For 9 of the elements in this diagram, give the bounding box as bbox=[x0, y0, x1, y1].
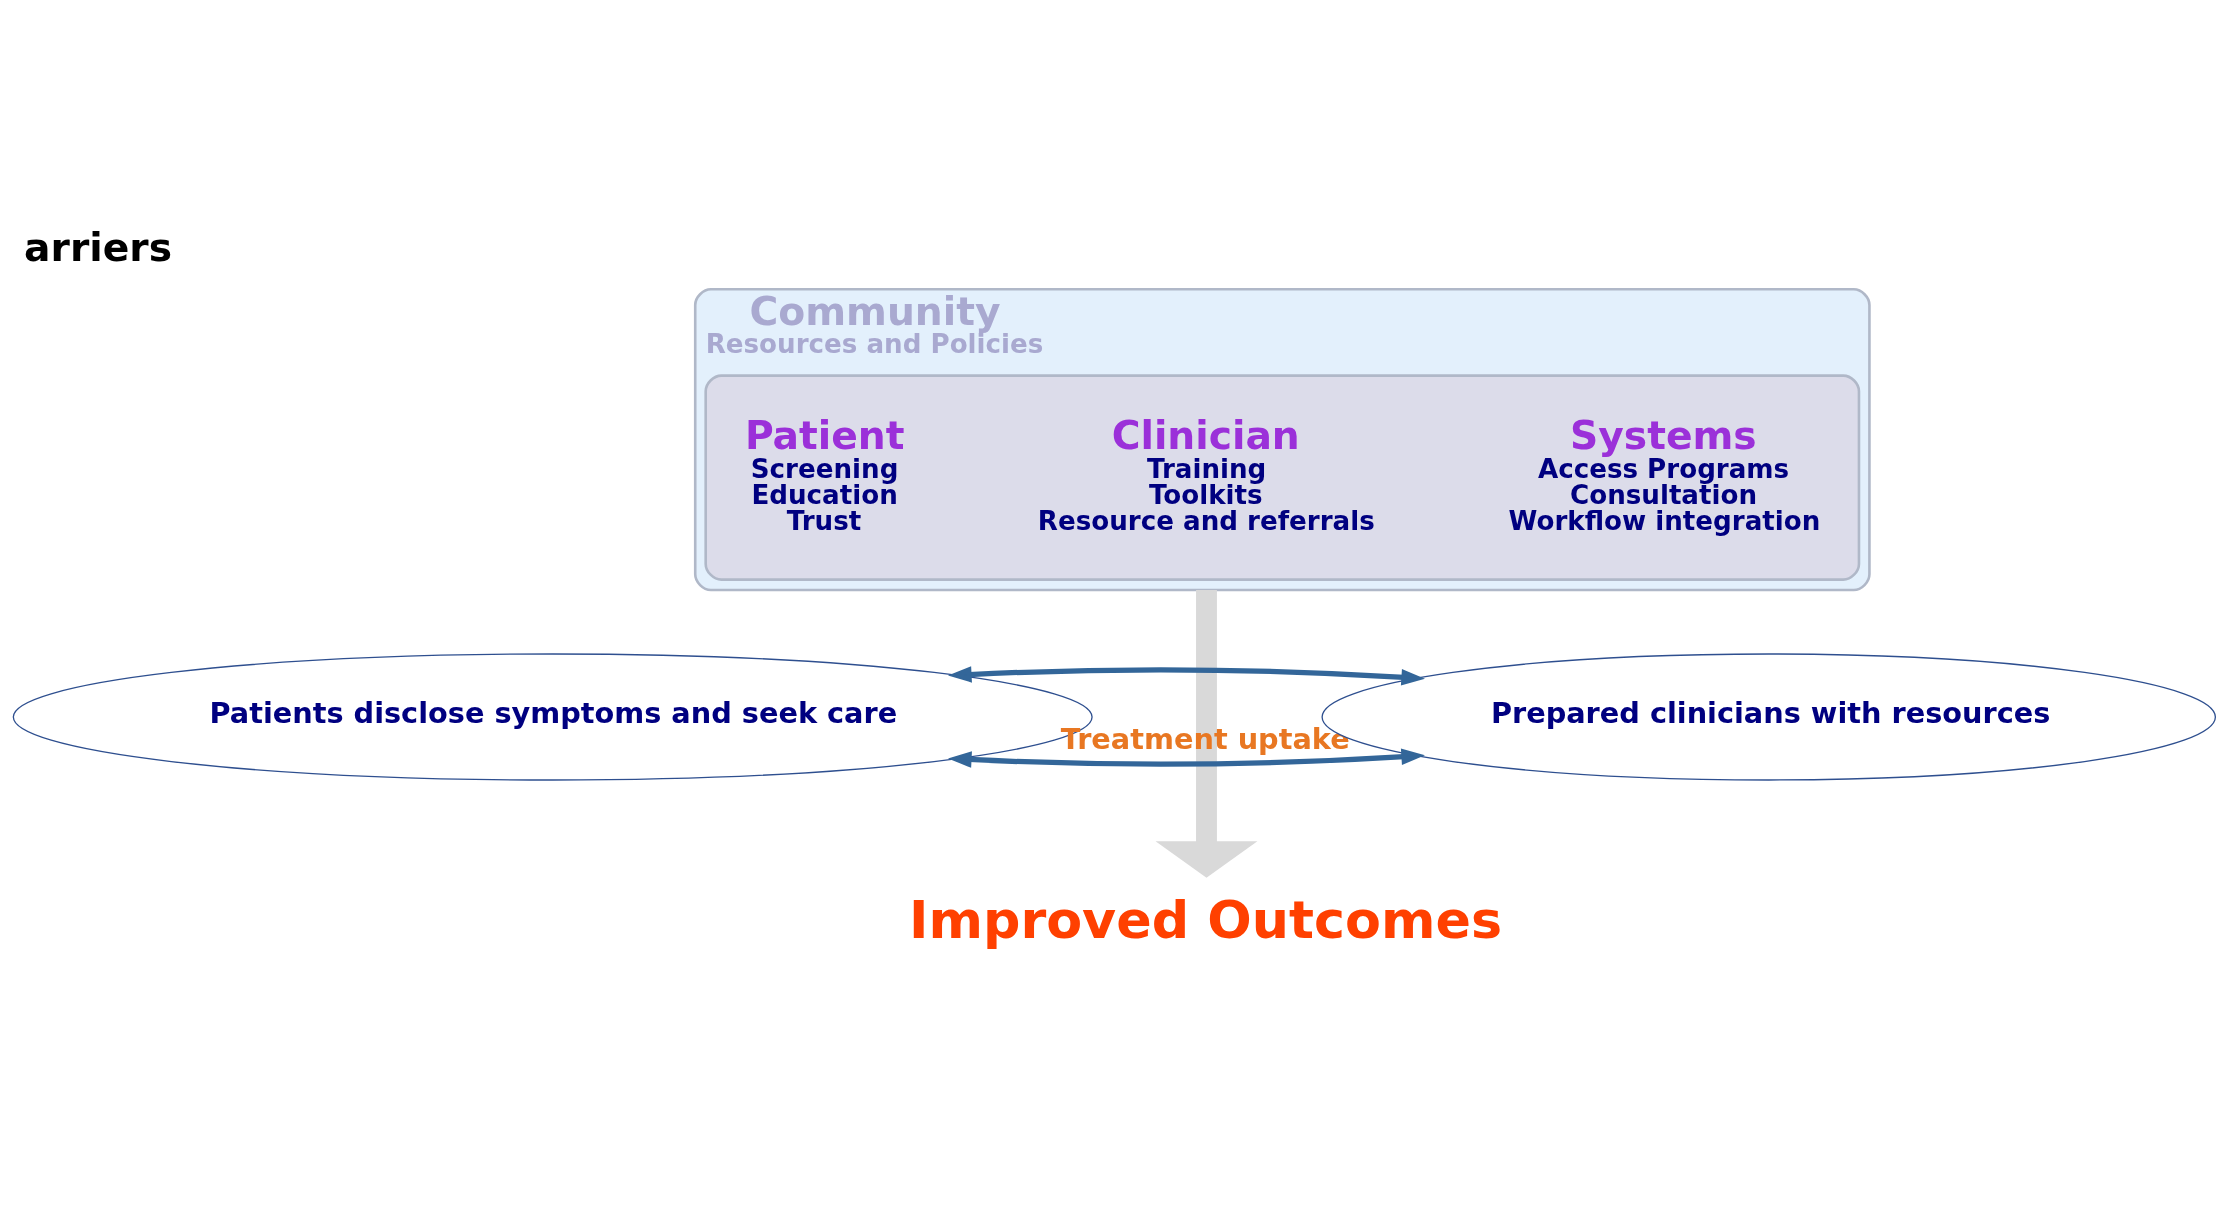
arrow bbox=[947, 665, 1425, 685]
node-text: Systems Access Programs Consultation Workflow integration bbox=[1508, 412, 1821, 536]
node-text: Clinician Training Toolkits Resource and referrals bbox=[1037, 412, 1375, 536]
node-text: Improved Outcomes bbox=[909, 888, 1503, 950]
arrow bbox=[1155, 589, 1258, 878]
node-text: Patient Screening Education Trust bbox=[744, 412, 905, 536]
cluster bbox=[704, 373, 1861, 581]
arrow bbox=[947, 748, 1425, 768]
diagram-title: arriers bbox=[24, 224, 172, 270]
